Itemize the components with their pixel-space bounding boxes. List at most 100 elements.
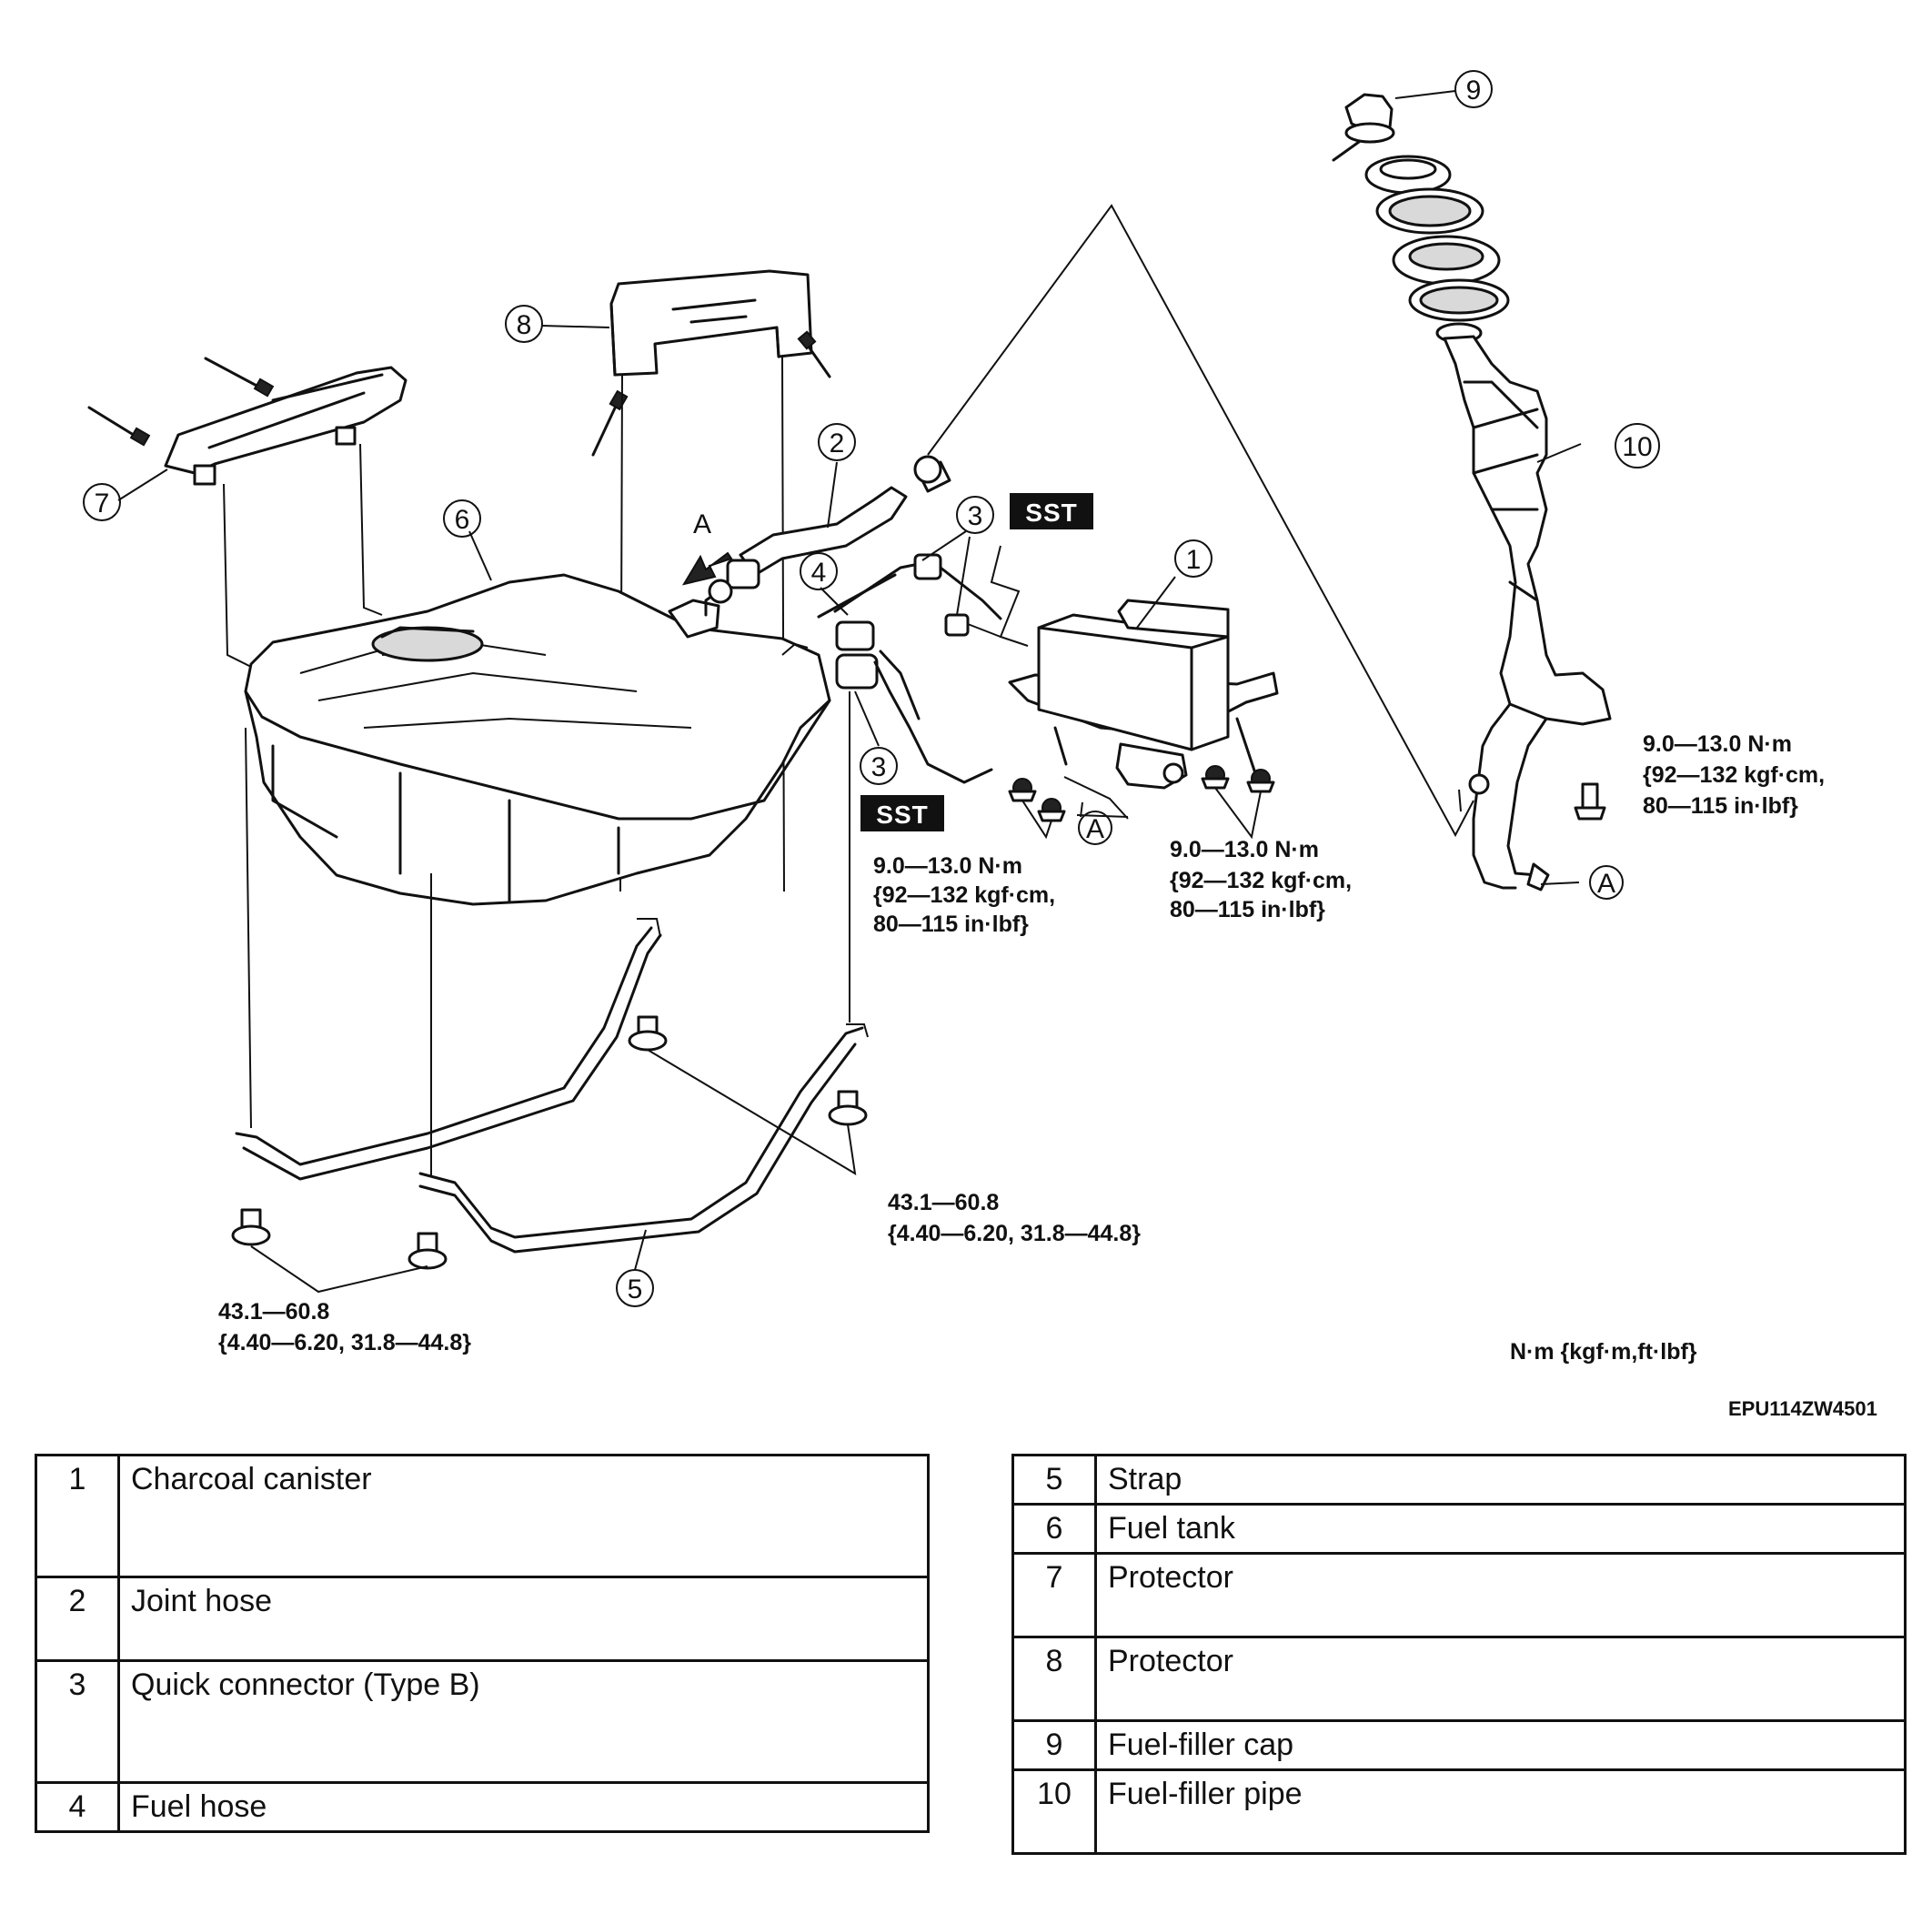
svg-text:80—115 in·lbf}: 80—115 in·lbf} xyxy=(1170,897,1325,922)
part-number: 7 xyxy=(1011,1552,1097,1638)
part-name: Protector xyxy=(1094,1552,1907,1638)
exploded-view-diagram: A 1 2 3 3 4 5 6 7 8 9 10 xyxy=(83,70,1825,1365)
parts-table-right: 5 Strap 6 Fuel tank 7 Protector 8 Protec… xyxy=(1011,1454,1907,1855)
svg-text:1: 1 xyxy=(1186,545,1202,575)
part-name: Charcoal canister xyxy=(117,1454,930,1578)
callout-5: 5 xyxy=(616,1269,654,1307)
svg-text:{4.40—6.20, 31.8—44.8}: {4.40—6.20, 31.8—44.8} xyxy=(888,1221,1141,1246)
part-number: 4 xyxy=(35,1781,120,1833)
svg-text:6: 6 xyxy=(455,505,470,535)
part-number: 9 xyxy=(1011,1719,1097,1771)
table-row: 2 Joint hose xyxy=(35,1576,930,1662)
strap-bolt xyxy=(408,1232,448,1270)
units-legend: N·m {kgf·m,ft·lbf} xyxy=(1510,1339,1697,1365)
callout-leaders xyxy=(117,325,1582,1271)
canister-bolt xyxy=(1008,778,1037,802)
part-name: Fuel-filler cap xyxy=(1094,1719,1907,1771)
torque-spec-canister-right: 9.0—13.0 N·m {92—132 kgf·cm, 80—115 in·l… xyxy=(1170,837,1352,922)
callout-9: 9 xyxy=(1454,70,1493,108)
view-arrow-label: A xyxy=(693,509,711,539)
table-row: 10 Fuel-filler pipe xyxy=(1011,1768,1907,1855)
part-name: Fuel-filler pipe xyxy=(1094,1768,1907,1855)
part-name: Quick connector (Type B) xyxy=(117,1659,930,1784)
callout-7: 7 xyxy=(83,483,121,521)
strap-bolt xyxy=(828,1090,868,1126)
callout-3b: 3 xyxy=(860,747,898,785)
part-number: 10 xyxy=(1011,1768,1097,1855)
part-number: 8 xyxy=(1011,1636,1097,1722)
torque-spec-strap-left: 43.1—60.8 {4.40—6.20, 31.8—44.8} xyxy=(218,1299,471,1355)
svg-text:A: A xyxy=(1086,814,1104,844)
part-name: Strap xyxy=(1094,1454,1907,1506)
svg-text:{4.40—6.20, 31.8—44.8}: {4.40—6.20, 31.8—44.8} xyxy=(218,1330,471,1355)
part-name: Fuel hose xyxy=(117,1781,930,1833)
straps-5-drawing xyxy=(231,691,869,1294)
part-name: Joint hose xyxy=(117,1576,930,1662)
torque-spec-canister-left: 9.0—13.0 N·m {92—132 kgf·cm, 80—115 in·l… xyxy=(873,853,1055,937)
svg-text:43.1—60.8: 43.1—60.8 xyxy=(218,1299,329,1325)
connection-mark-a-canister: A xyxy=(1076,811,1129,845)
sst-tag-upper: SST xyxy=(1010,493,1093,529)
table-row: 6 Fuel tank xyxy=(1011,1503,1907,1555)
connection-mark-a-filler: A xyxy=(1589,865,1624,900)
part-name: Protector xyxy=(1094,1636,1907,1722)
svg-text:{92—132 kgf·cm,: {92—132 kgf·cm, xyxy=(1170,868,1352,893)
fuel-tank-6-drawing xyxy=(244,573,831,906)
part-number: 2 xyxy=(35,1576,120,1662)
torque-spec-strap-right: 43.1—60.8 {4.40—6.20, 31.8—44.8} xyxy=(888,1190,1141,1246)
strap-bolt xyxy=(628,1015,668,1052)
figure-code: EPU114ZW4501 xyxy=(1728,1397,1877,1420)
svg-text:{92—132 kgf·cm,: {92—132 kgf·cm, xyxy=(1643,762,1825,788)
svg-text:5: 5 xyxy=(628,1274,643,1305)
torque-spec-filler: 9.0—13.0 N·m {92—132 kgf·cm, 80—115 in·l… xyxy=(1643,731,1825,819)
canister-bolt xyxy=(1201,765,1230,790)
guide-triangle xyxy=(927,204,1474,838)
part-number: 5 xyxy=(1011,1454,1097,1506)
table-row: 5 Strap xyxy=(1011,1454,1907,1506)
callout-8: 8 xyxy=(505,305,543,343)
svg-text:7: 7 xyxy=(95,489,110,519)
view-arrow-a: A xyxy=(681,509,733,586)
svg-text:80—115 in·lbf}: 80—115 in·lbf} xyxy=(1643,793,1798,819)
callout-3a: 3 xyxy=(956,496,994,534)
svg-text:9.0—13.0 N·m: 9.0—13.0 N·m xyxy=(873,853,1022,879)
svg-text:10: 10 xyxy=(1622,432,1652,462)
svg-text:3: 3 xyxy=(968,501,983,531)
svg-text:8: 8 xyxy=(517,310,532,340)
table-row: 7 Protector xyxy=(1011,1552,1907,1638)
fuel-filler-assembly-drawing xyxy=(1332,90,1612,892)
svg-text:9.0—13.0 N·m: 9.0—13.0 N·m xyxy=(1643,731,1792,757)
table-row: 1 Charcoal canister xyxy=(35,1454,930,1578)
callout-10: 10 xyxy=(1615,423,1660,468)
hoses-drawing xyxy=(704,455,1029,784)
svg-text:43.1—60.8: 43.1—60.8 xyxy=(888,1190,999,1215)
svg-text:3: 3 xyxy=(871,752,887,782)
part-name: Fuel tank xyxy=(1094,1503,1907,1555)
svg-text:9.0—13.0 N·m: 9.0—13.0 N·m xyxy=(1170,837,1319,862)
callout-2: 2 xyxy=(818,423,856,461)
svg-text:SST: SST xyxy=(1025,499,1077,527)
canister-bolt xyxy=(1246,769,1275,793)
svg-text:9: 9 xyxy=(1466,76,1482,106)
parts-table-left: 1 Charcoal canister 2 Joint hose 3 Quick… xyxy=(35,1454,930,1833)
callout-6: 6 xyxy=(443,499,481,538)
part-number: 3 xyxy=(35,1659,120,1784)
table-row: 9 Fuel-filler cap xyxy=(1011,1719,1907,1771)
table-row: 8 Protector xyxy=(1011,1636,1907,1722)
strap-bolt xyxy=(231,1208,271,1246)
svg-text:A: A xyxy=(1597,869,1615,899)
charcoal-canister-1-drawing xyxy=(1008,599,1279,840)
callout-4: 4 xyxy=(800,552,838,590)
svg-text:4: 4 xyxy=(811,558,827,588)
svg-text:SST: SST xyxy=(876,801,928,829)
svg-text:2: 2 xyxy=(830,428,845,458)
callout-1: 1 xyxy=(1174,539,1213,578)
part-number: 6 xyxy=(1011,1503,1097,1555)
part-number: 1 xyxy=(35,1454,120,1578)
svg-text:80—115 in·lbf}: 80—115 in·lbf} xyxy=(873,912,1029,937)
sst-tag-lower: SST xyxy=(860,795,944,831)
canister-bolt xyxy=(1037,798,1066,822)
table-row: 4 Fuel hose xyxy=(35,1781,930,1833)
svg-text:{92—132 kgf·cm,: {92—132 kgf·cm, xyxy=(873,882,1055,908)
table-row: 3 Quick connector (Type B) xyxy=(35,1659,930,1784)
